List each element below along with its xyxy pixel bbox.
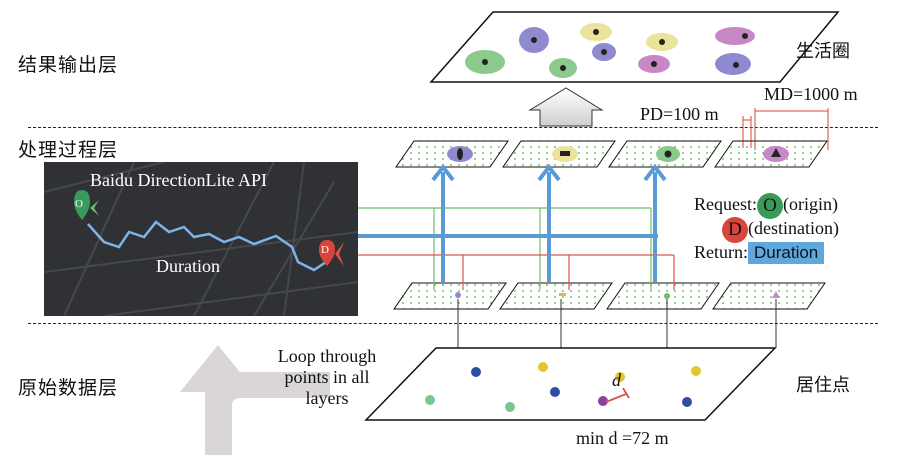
loop-arrow-body [205, 372, 330, 455]
origin-marker-label: O [75, 198, 83, 210]
d-distance-mark: d [612, 370, 621, 390]
origin-chevron-icon [90, 200, 99, 216]
map-title: Baidu DirectionLite API [90, 170, 267, 190]
process-plane-3 [608, 140, 722, 168]
destination-lines [335, 254, 675, 290]
layer-label-process: 处理过程层 [18, 139, 119, 161]
loop-arrow-head [180, 345, 256, 392]
process-plane-7 [606, 282, 720, 310]
destination-chevron-icon [335, 242, 344, 266]
legend-return-row: Return:Duration [694, 242, 825, 264]
min-d-label: min d =72 m [576, 428, 669, 448]
result-plane [429, 11, 840, 83]
separator-top [28, 127, 878, 128]
separator-bottom [28, 323, 878, 324]
destination-pin-icon [319, 240, 335, 266]
pd-label: PD=100 m [640, 104, 719, 124]
life-circle-label: 生活圈 [796, 41, 850, 62]
legend-destination-text: (destination) [748, 218, 839, 239]
legend-origin-text: (origin) [783, 194, 838, 215]
legend-duration-box: Duration [748, 242, 825, 264]
raw-connectors [457, 299, 777, 348]
legend-request-row: Request:O(origin) [694, 193, 838, 219]
legend-request-label: Request: [694, 194, 757, 215]
legend-destination-row: D(destination) [722, 217, 839, 243]
origin-pin-icon [74, 190, 90, 220]
map-roads [44, 162, 358, 316]
process-plane-8 [712, 282, 826, 310]
raw-plane [364, 347, 777, 421]
residence-label: 居住点 [796, 375, 850, 396]
process-plane-2 [502, 140, 616, 168]
map-duration-label: Duration [156, 256, 220, 276]
duration-arrows [431, 163, 667, 282]
process-plane-6 [499, 282, 613, 310]
destination-badge: D [722, 217, 748, 243]
process-plane-1 [395, 140, 509, 168]
process-plane-5 [393, 282, 507, 310]
loop-text: Loop through points in all layers [277, 346, 377, 408]
map-panel: Baidu DirectionLite API Duration O D [44, 162, 358, 316]
layer-label-result: 结果输出层 [18, 54, 119, 76]
legend-return-label: Return: [694, 242, 748, 262]
md-label: MD=1000 m [764, 84, 858, 104]
up-arrow-result [528, 87, 604, 127]
layer-label-raw: 原始数据层 [18, 377, 119, 399]
process-plane-4 [714, 140, 828, 168]
destination-marker-label: D [321, 244, 329, 256]
route-line [87, 220, 330, 272]
origin-badge: O [757, 193, 783, 219]
